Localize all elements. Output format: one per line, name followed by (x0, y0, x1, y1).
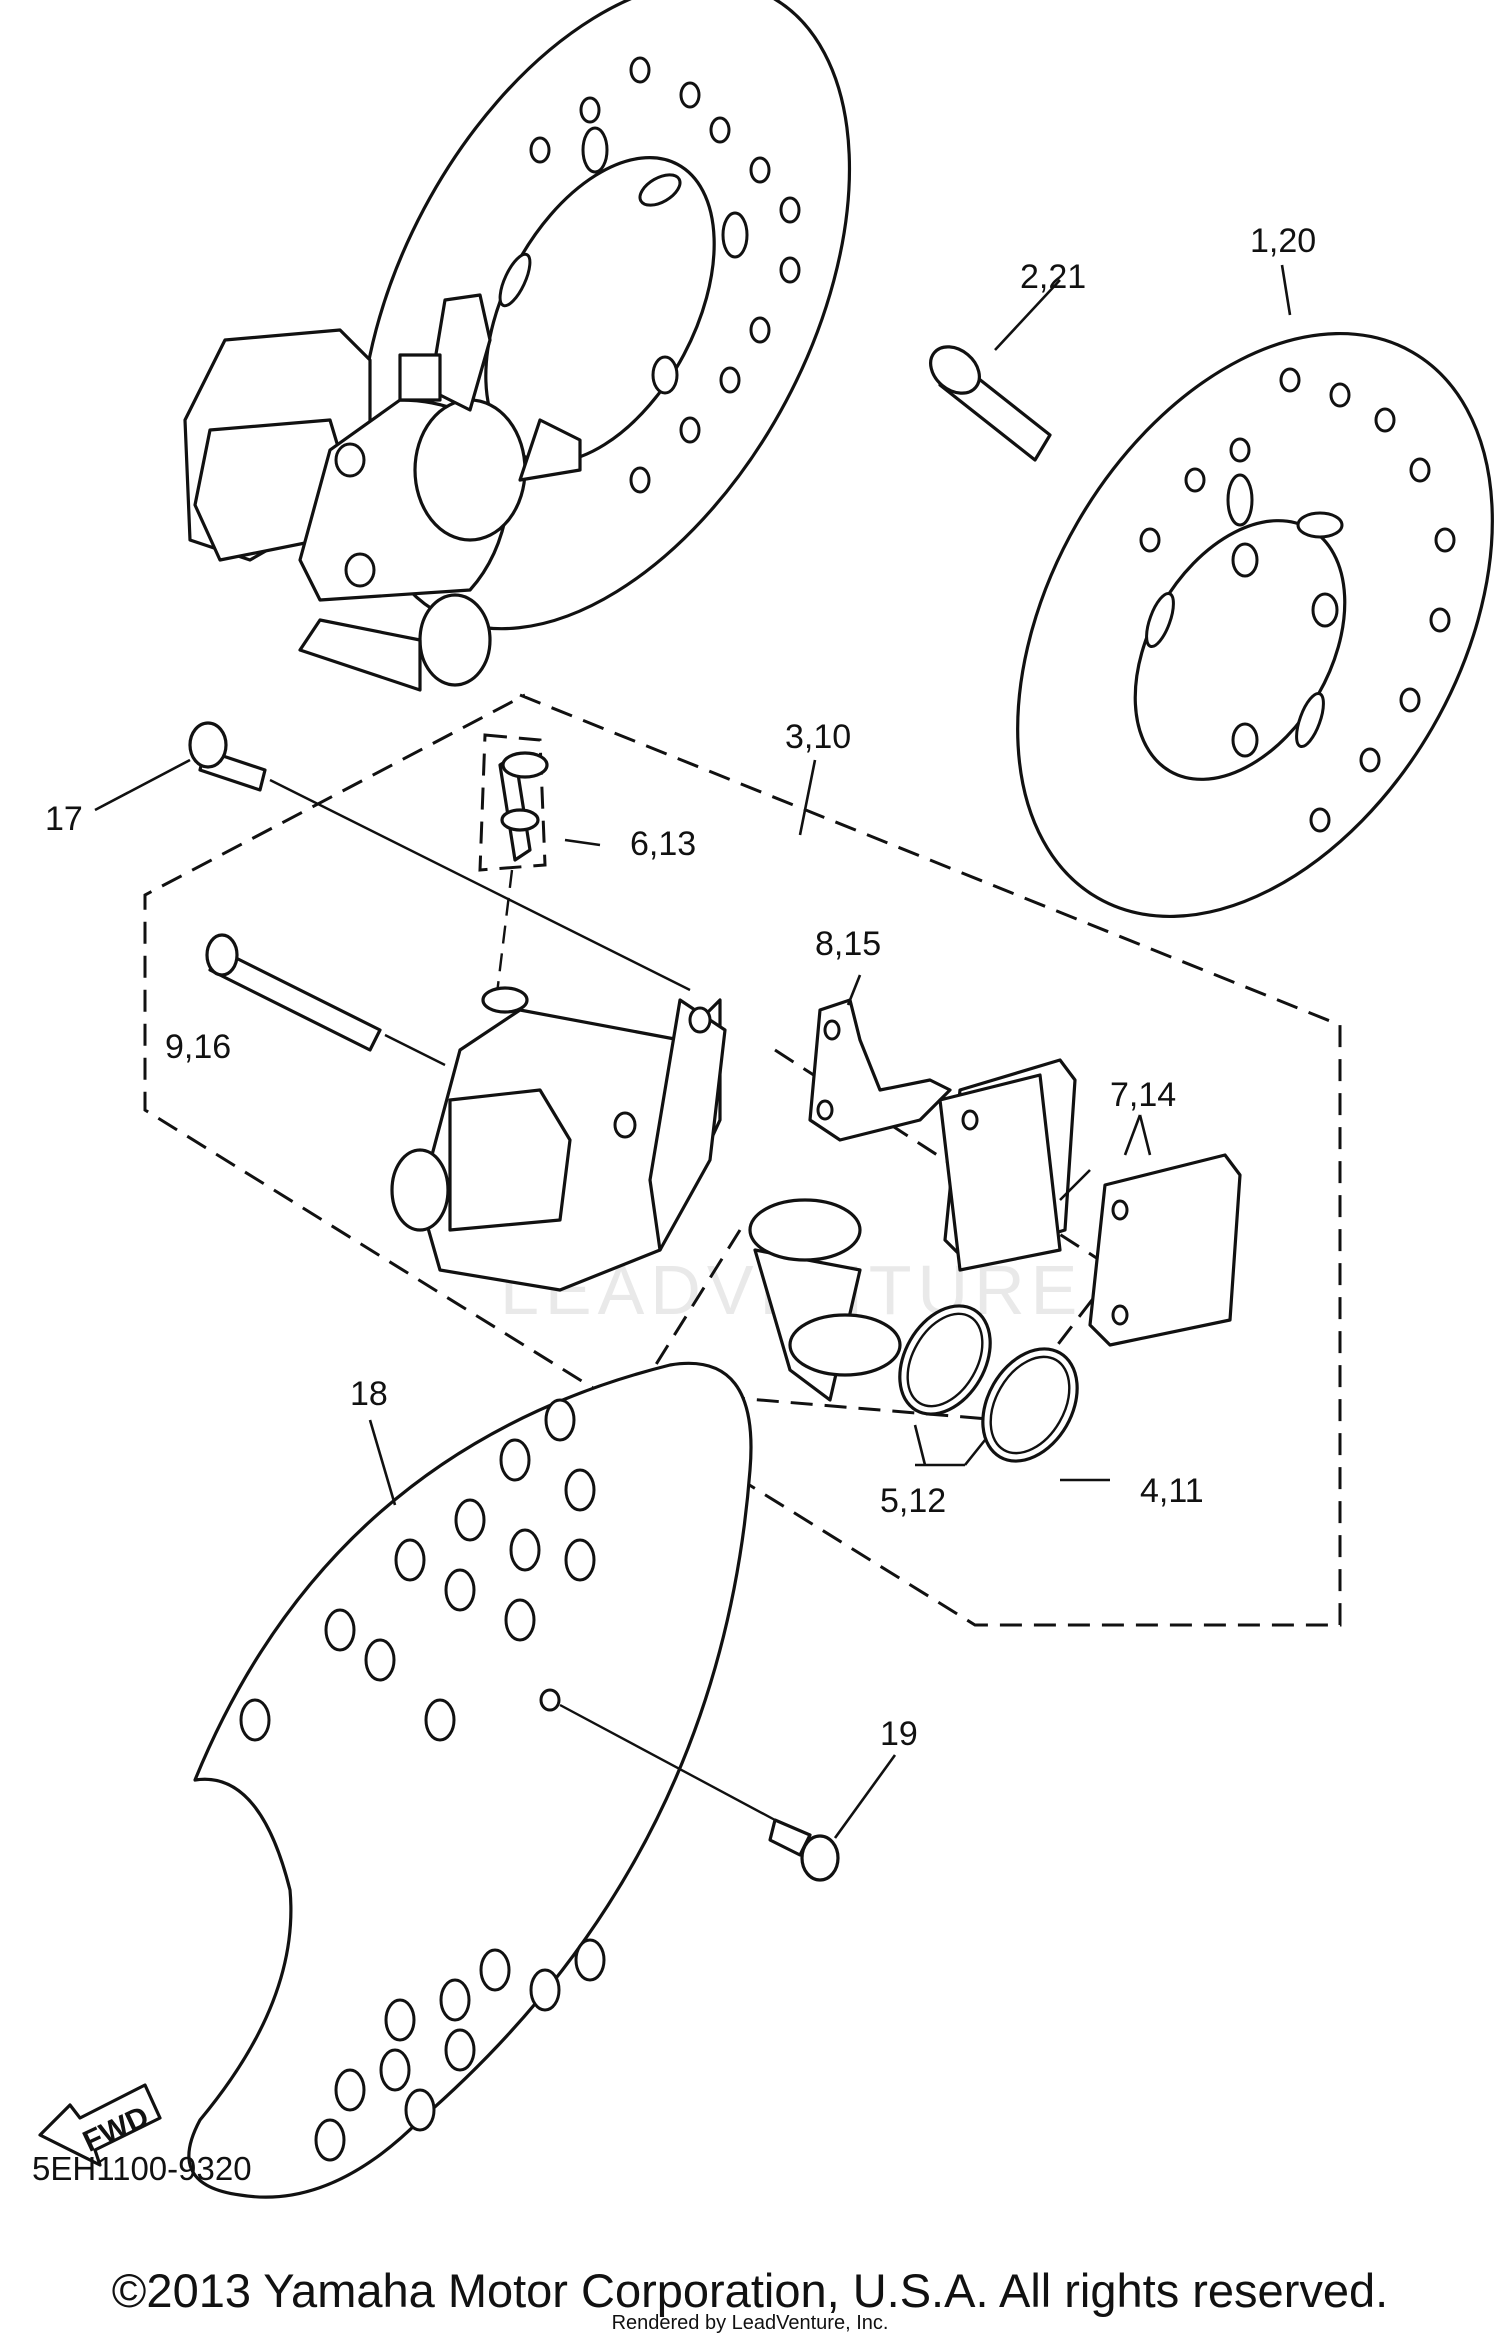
assembled-caliper (183, 293, 582, 692)
pin-9-16 (205, 933, 446, 1067)
label-2-21: 2,21 (1020, 258, 1086, 296)
part-labels: 1,20 2,21 3,10 4,11 5,12 6,13 7,14 8,15 … (45, 222, 1316, 1753)
label-17: 17 (45, 800, 83, 838)
label-7-14: 7,14 (1110, 1076, 1176, 1114)
render-credit: Rendered by LeadVenture, Inc. (611, 2312, 889, 2334)
brake-pads-7-14 (938, 1058, 1242, 1347)
label-8-15: 8,15 (815, 925, 881, 963)
label-19: 19 (880, 1715, 918, 1753)
pad-spring-8-15 (808, 998, 952, 1142)
label-5-12: 5,12 (880, 1482, 946, 1520)
brake-disc-1-20 (1016, 331, 1494, 919)
label-6-13: 6,13 (630, 825, 696, 863)
leader-lines (94, 264, 1292, 1839)
bolt-19 (768, 1818, 840, 1882)
label-3-10: 3,10 (785, 718, 851, 756)
piston (748, 1198, 902, 1402)
disc-cover-18 (187, 1361, 776, 2199)
diagram-code: 5EH1100-9320 (32, 2150, 252, 2187)
caliper-body-3-10 (390, 986, 727, 1292)
copyright-notice: ©2013 Yamaha Motor Corporation, U.S.A. A… (111, 2264, 1389, 2317)
label-18: 18 (350, 1375, 388, 1413)
bleed-screw-6-13 (493, 751, 549, 1011)
label-9-16: 9,16 (165, 1028, 231, 1066)
bolt-17 (188, 721, 691, 992)
piston-seals (898, 1304, 1079, 1463)
label-4-11: 4,11 (1140, 1472, 1204, 1510)
label-1-20: 1,20 (1250, 222, 1316, 260)
bolt-2-21 (929, 345, 1052, 462)
